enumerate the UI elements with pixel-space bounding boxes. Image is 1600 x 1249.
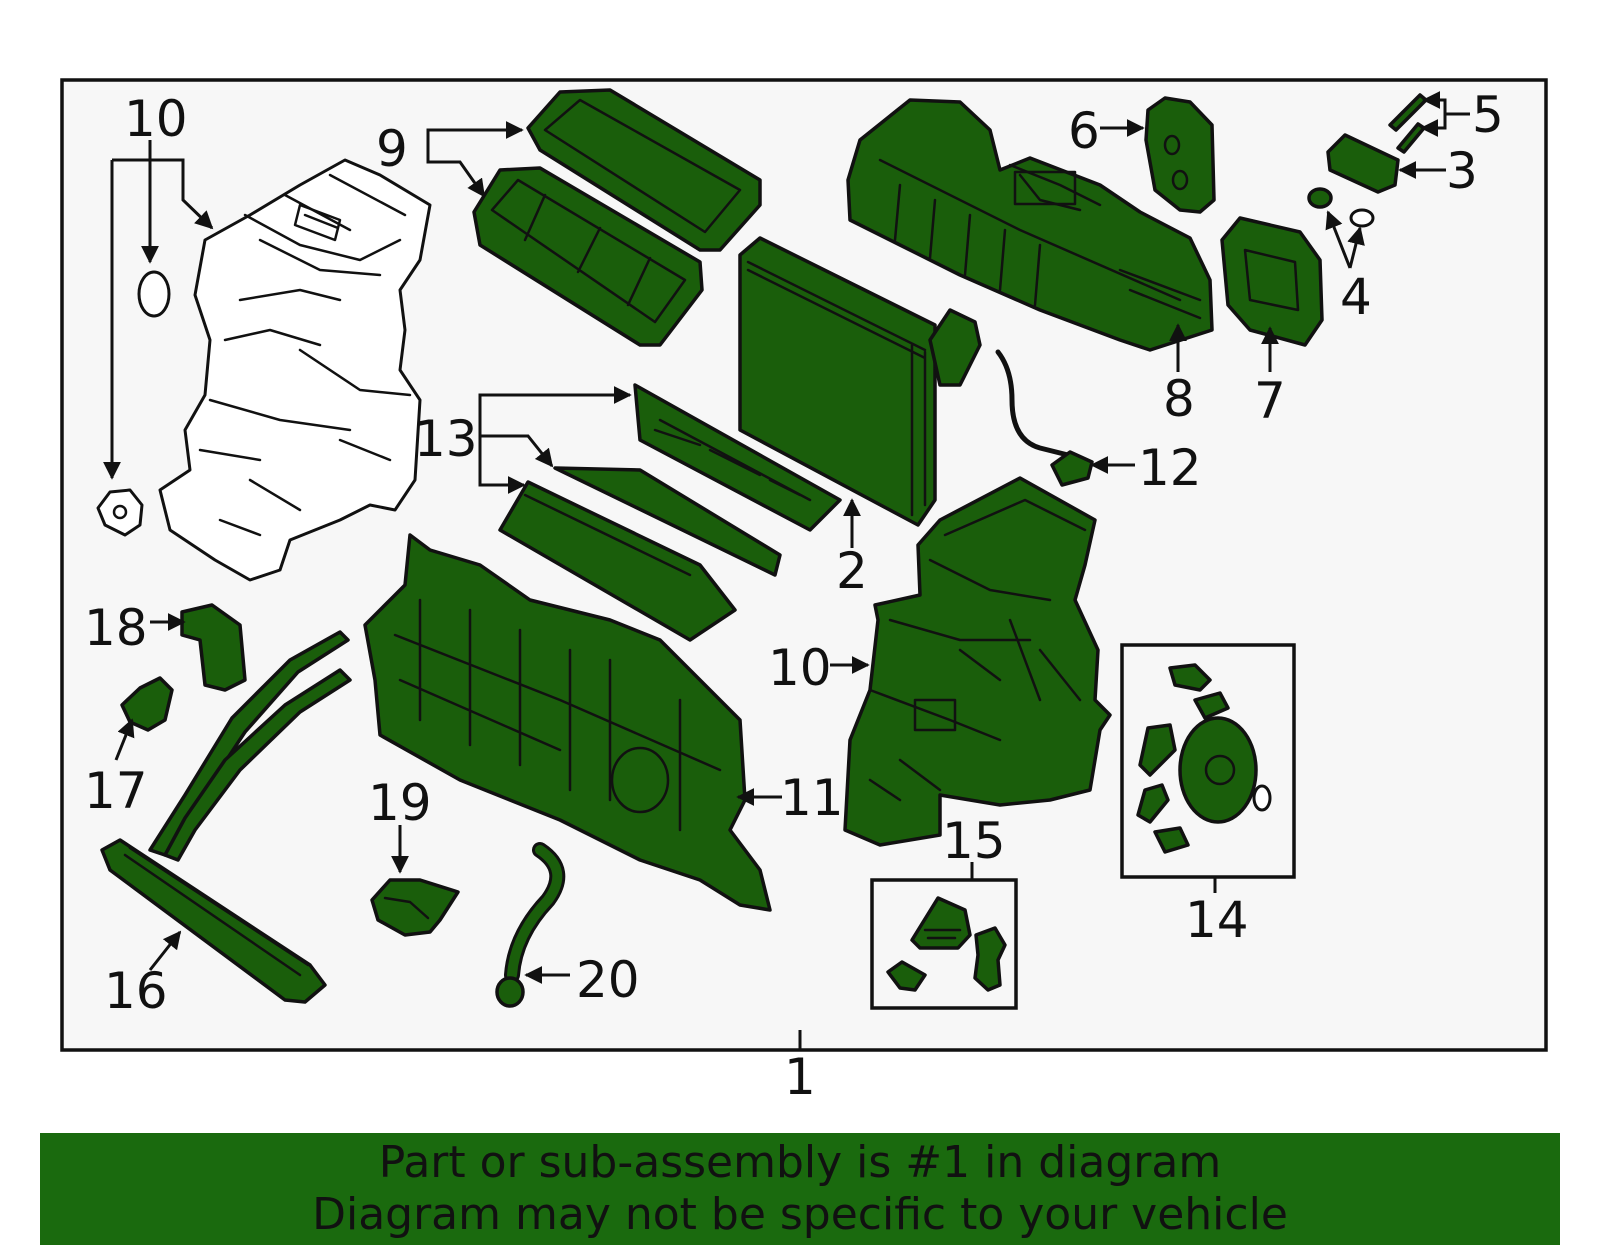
part-15-kit-box	[870, 878, 1018, 1010]
part-9-cover-top[interactable]	[526, 88, 762, 252]
part-6-seal[interactable]	[1144, 96, 1216, 214]
callout-17: 17	[84, 762, 148, 820]
part-3-sensor[interactable]	[1326, 133, 1400, 194]
part-10-bracket[interactable]	[96, 488, 144, 537]
part-2-evaporator-core[interactable]	[738, 236, 982, 527]
part-11-lower-housing[interactable]	[363, 533, 772, 912]
part-4-small-seals[interactable]	[1307, 187, 1375, 228]
banner-line-2: Diagram may not be specific to your vehi…	[312, 1189, 1288, 1240]
callout-13: 13	[414, 410, 478, 468]
callout-14: 14	[1185, 891, 1249, 949]
callout-15: 15	[942, 812, 1006, 870]
callout-4: 4	[1340, 268, 1372, 326]
callout-3: 3	[1446, 142, 1478, 200]
callout-11: 11	[780, 769, 844, 827]
part-13-door-mid[interactable]	[553, 466, 782, 577]
part-20-drain-hose[interactable]	[495, 842, 566, 1008]
part-13-door-bottom[interactable]	[498, 480, 737, 642]
part-14-blower-motor[interactable]	[1136, 663, 1272, 854]
callout-10-right: 10	[768, 639, 832, 697]
part-12-sensor-wire[interactable]	[995, 349, 1094, 487]
part-10-seal-oval[interactable]	[137, 270, 171, 318]
callout-10-top: 10	[124, 90, 188, 148]
part-15-actuator-kit[interactable]	[886, 896, 1007, 992]
part-16-heater-core[interactable]	[100, 630, 352, 1004]
part-10-case-right[interactable]	[843, 476, 1112, 847]
callout-16: 16	[104, 962, 168, 1020]
callout-18: 18	[84, 599, 148, 657]
leader-lines	[103, 91, 1470, 1050]
part-7-gasket[interactable]	[1220, 216, 1324, 347]
part-13-door-top[interactable]	[633, 383, 842, 532]
part-8-upper-housing[interactable]	[846, 98, 1214, 352]
part-9-cover-bottom[interactable]	[472, 166, 704, 347]
banner-line-1: Part or sub-assembly is #1 in diagram	[378, 1137, 1222, 1188]
callout-labels: 10 9 6 5 3 4 7 8 12 13 2 18 10 17 11 19 …	[84, 86, 1504, 1106]
callout-5: 5	[1472, 86, 1504, 144]
part-18-bracket[interactable]	[180, 603, 247, 692]
part-10-case-left[interactable]	[158, 158, 432, 582]
callout-8: 8	[1163, 370, 1195, 428]
part-14-kit-box	[1120, 643, 1296, 879]
callout-20: 20	[576, 951, 640, 1009]
callout-19: 19	[368, 774, 432, 832]
callout-12: 12	[1138, 439, 1202, 497]
callout-9: 9	[376, 120, 408, 178]
callout-2: 2	[836, 542, 868, 600]
part-19-actuator[interactable]	[370, 878, 460, 937]
disclaimer-banner: Part or sub-assembly is #1 in diagram Di…	[40, 1133, 1560, 1245]
callout-6: 6	[1068, 102, 1100, 160]
callout-1: 1	[784, 1048, 816, 1106]
callout-7: 7	[1254, 372, 1286, 430]
